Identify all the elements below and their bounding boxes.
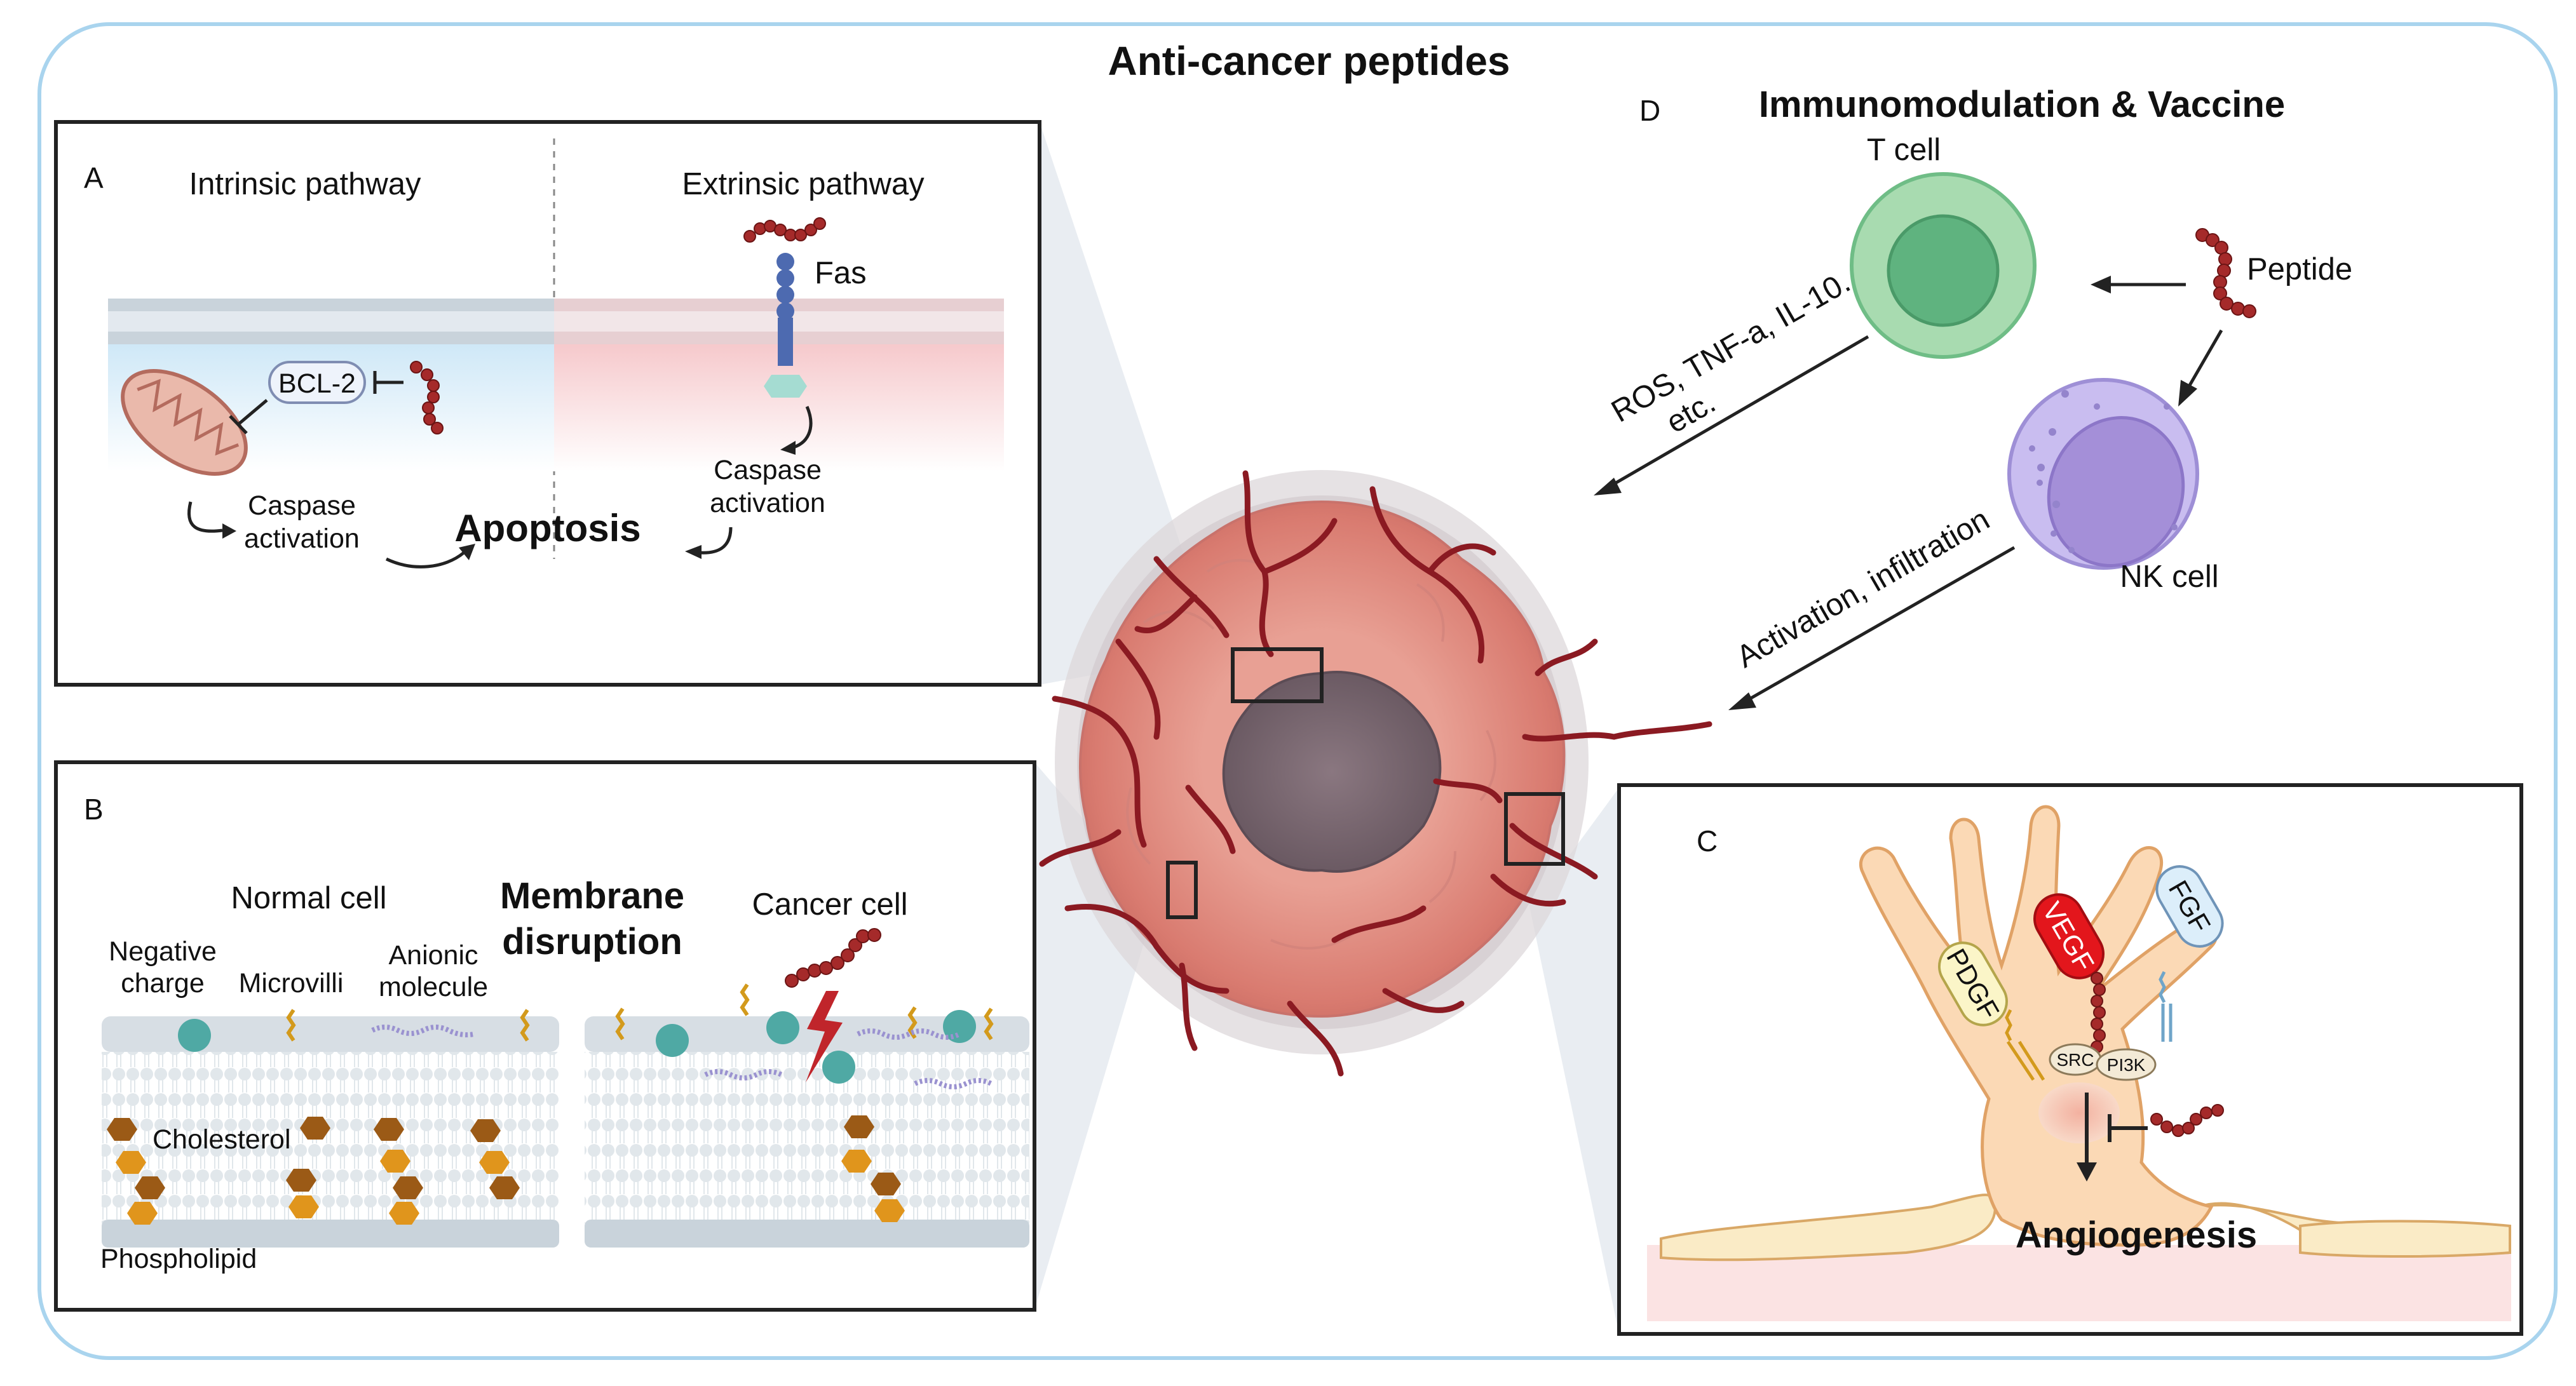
extrinsic-pathway-label: Extrinsic pathway	[682, 167, 925, 201]
panel-b: B Normal cell Membrane disruption Cancer…	[54, 760, 1036, 1312]
mitochondrion	[121, 369, 248, 476]
negative-charge-blob	[178, 1019, 211, 1052]
panel-d-letter: D	[1639, 94, 1660, 127]
peptide-c	[2150, 1104, 2224, 1137]
intrinsic-pathway-label: Intrinsic pathway	[189, 167, 421, 201]
nk-cell-label: NK cell	[2120, 560, 2218, 594]
cholesterol-group	[107, 1115, 905, 1225]
caspase-left-line1: Caspase	[248, 490, 356, 521]
negative-charge-line2: charge	[121, 968, 204, 999]
zoom-box-b	[1166, 861, 1198, 919]
arrow-ros	[1604, 335, 1869, 491]
panel-a-letter: A	[84, 161, 104, 194]
t-cell-label: T cell	[1867, 133, 1941, 167]
caspase-left-line2: activation	[244, 523, 360, 554]
peptide-b	[785, 928, 881, 988]
figure-title: Anti-cancer peptides	[1108, 38, 1510, 84]
nk-cell-nucleus	[2047, 416, 2185, 567]
anionic-molecule	[371, 1025, 475, 1038]
peptide-a-left	[410, 361, 444, 434]
src-label: SRC	[2056, 1050, 2094, 1070]
zoom-box-a	[1231, 647, 1324, 703]
membrane-disruption-line1: Membrane	[500, 875, 684, 917]
peptide-a-fas	[743, 217, 826, 243]
arrow-caspase-right-to-apoptosis	[698, 527, 733, 555]
arrow-fas-to-caspase	[790, 406, 813, 450]
necrotic-core	[1222, 671, 1442, 873]
panel-d-title: Immunomodulation & Vaccine	[1759, 84, 2285, 125]
zoom-box-c	[1504, 792, 1565, 866]
arrow-activation	[1740, 546, 2016, 706]
fas-receptor	[764, 253, 807, 398]
anionic-line2: molecule	[379, 972, 488, 1002]
tumor	[950, 470, 1712, 1077]
bcl2-label: BCL-2	[278, 368, 356, 399]
normal-bilayer	[102, 1016, 559, 1248]
phospholipid-label: Phospholipid	[100, 1244, 257, 1274]
blood-vessels	[950, 470, 1712, 1077]
microvilli-label: Microvilli	[239, 968, 344, 999]
pi3k-label: PI3K	[2107, 1055, 2146, 1075]
caspase-right-line2: activation	[710, 488, 825, 518]
cancer-bilayer	[585, 1016, 1029, 1248]
t-cell-nucleus	[1887, 214, 2000, 327]
panel-c: C PDGF VEGF FGF	[1617, 783, 2523, 1336]
normal-cell-label: Normal cell	[231, 881, 386, 915]
angiogenesis-label: Angiogenesis	[2016, 1214, 2257, 1256]
anionic-line1: Anionic	[388, 940, 478, 971]
cancer-cell-label: Cancer cell	[752, 887, 907, 922]
microvilli-marker	[286, 1009, 296, 1042]
tip-cell-nucleus	[2038, 1082, 2120, 1143]
panel-c-letter: C	[1697, 824, 1718, 858]
panel-b-letter: B	[84, 793, 104, 826]
lightning-bolt	[806, 991, 843, 1082]
pi3k-pill	[2096, 1048, 2157, 1081]
fgf-receptor: FGF	[2155, 865, 2224, 1042]
caspase-right-line1: Caspase	[714, 455, 822, 485]
peptide-d	[2195, 228, 2256, 318]
arrow-peptide-to-nkcell	[2186, 329, 2223, 389]
arrow-mito-to-caspase	[187, 501, 223, 533]
peptide-label: Peptide	[2247, 252, 2352, 286]
negative-charge-line1: Negative	[109, 936, 217, 967]
membrane-disruption-line2: disruption	[502, 921, 682, 962]
apoptosis-label: Apoptosis	[454, 507, 641, 549]
tip-cell	[1859, 805, 2218, 1247]
vegf-receptor: VEGF	[2033, 893, 2106, 1053]
bcl2-pill	[268, 361, 366, 404]
fas-label: Fas	[815, 256, 867, 290]
arrow-caspase-to-apoptosis	[385, 551, 465, 569]
cholesterol-label: Cholesterol	[153, 1124, 291, 1155]
panel-a: A Intrinsic pathway Extrinsic pathway BC…	[54, 120, 1041, 687]
